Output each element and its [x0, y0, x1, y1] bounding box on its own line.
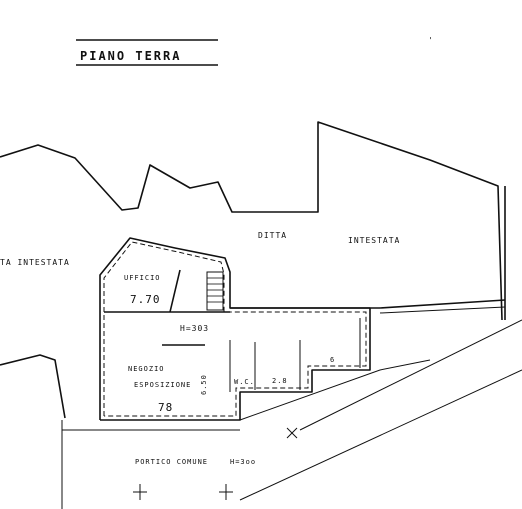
- label-ditta-left: TA INTESTATA: [0, 258, 70, 267]
- cross-marker-2: [219, 484, 233, 500]
- label-dim-small-b: 2.8: [272, 377, 288, 385]
- right-property-bottom-3: [379, 306, 506, 314]
- portico-slant-upper: [299, 319, 522, 431]
- label-ditta-right-b: INTESTATA: [348, 236, 400, 245]
- label-ditta-right-a: DITTA: [258, 231, 287, 240]
- label-wc: W.C.: [234, 378, 255, 386]
- left-lower-outline: [0, 354, 66, 419]
- label-dim-vertical: 6.50: [200, 374, 208, 395]
- left-property-outline: [0, 121, 503, 321]
- label-ufficio: UFFICIO: [124, 274, 161, 282]
- stair-hatch: [206, 271, 224, 311]
- label-height: H=303: [180, 324, 209, 333]
- drawing-title: PIANO TERRA: [80, 49, 181, 63]
- label-portico-h: H=3oo: [230, 458, 256, 466]
- portico-slant-long: [239, 369, 522, 501]
- label-dim-small-c: 6: [330, 356, 335, 364]
- label-portico: PORTICO COMUNE: [135, 458, 208, 466]
- right-property-bottom-2: [379, 299, 506, 309]
- partition-slanted: [169, 269, 181, 313]
- corner-mark: ': [428, 36, 434, 45]
- cross-marker-3: [286, 427, 298, 439]
- label-negozio-dim: 78: [158, 401, 173, 414]
- label-esposizione: ESPOSIZIONE: [134, 381, 191, 389]
- label-negozio: NEGOZIO: [128, 365, 165, 373]
- label-ufficio-dim: 7.70: [130, 293, 161, 306]
- cross-marker-1: [133, 484, 147, 500]
- building-outline: [99, 237, 371, 421]
- portico-diagonal: [239, 359, 431, 421]
- building-inner-dashed: [103, 241, 367, 417]
